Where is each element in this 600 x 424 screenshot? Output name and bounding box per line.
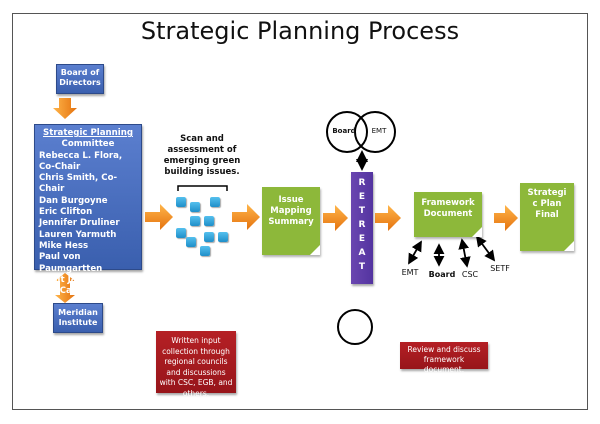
venn-circle-emt — [354, 111, 396, 153]
arrow-scan-to-issue — [232, 204, 260, 230]
stakeholder-label-emt: EMT — [401, 268, 419, 277]
scan-assessment-label: Scan and assessment of emerging green bu… — [163, 134, 241, 177]
issue-square — [204, 216, 214, 226]
diagram-frame — [12, 13, 588, 410]
retreat-letter: E — [358, 192, 366, 202]
strategic-plan-final-label: Strategi c Plan Final — [527, 188, 567, 220]
framework-document-box: Framework Document — [414, 192, 482, 237]
arrow-issue-to-retreat — [323, 205, 348, 231]
arrow-board-to-committee — [53, 98, 77, 119]
committee-member: Lauren Yarmuth — [39, 229, 117, 240]
strategic-planning-committee-box: Strategic Planning Committee Rebecca L. … — [34, 124, 142, 296]
arrow-framework-to-final — [494, 205, 518, 231]
retreat-letter: T — [358, 262, 366, 272]
venn-label-emt: EMT — [371, 127, 387, 135]
committee-heading: Strategic Planning — [43, 128, 133, 138]
venn-circle-board — [326, 111, 368, 153]
committee-member: Eric Clifton — [39, 207, 93, 218]
issue-mapping-label: Issue Mapping Summary — [268, 195, 314, 227]
committee-heading-sub: Committee — [61, 139, 115, 150]
review-discuss-label: Review and discuss framework document. — [407, 345, 481, 374]
committee-member: Dan Burgoyne — [39, 195, 108, 206]
empty-circle — [337, 309, 373, 345]
issue-square — [200, 246, 210, 256]
stakeholder-label-board: Board — [428, 270, 456, 279]
stakeholder-label-setf: SETF — [490, 264, 510, 273]
committee-member: Mike Hess — [39, 240, 89, 251]
issue-mapping-summary-box: Issue Mapping Summary — [262, 187, 320, 255]
arrow-framework-emt — [408, 240, 422, 265]
issue-square — [190, 216, 200, 226]
retreat-letter: E — [358, 234, 366, 244]
issue-square — [176, 197, 186, 207]
committee-member: Rebecca L. Flora, Co-Chair — [39, 150, 123, 172]
arrow-framework-csc — [458, 238, 471, 268]
board-of-directors-box: Board of Directors — [56, 64, 104, 94]
framework-document-label: Framework Document — [421, 198, 475, 219]
board-of-directors-label: Board of Directors — [59, 68, 101, 87]
committee-member: Punit Jain — [39, 274, 86, 285]
issue-square — [210, 197, 220, 207]
retreat-letter: A — [358, 248, 366, 258]
page-title: Strategic Planning Process — [140, 17, 460, 45]
venn-label-board: Board — [332, 127, 356, 135]
arrow-committee-meridian — [55, 273, 75, 303]
issue-square — [218, 232, 228, 242]
written-input-box: Written input collection through regiona… — [156, 331, 236, 398]
issue-square — [190, 202, 200, 212]
committee-member: Chris Smith, Co-Chair — [39, 173, 118, 195]
meridian-institute-box: Meridian Institute — [53, 303, 103, 333]
strategic-plan-final-box: Strategi c Plan Final — [520, 183, 574, 251]
review-discuss-box: Review and discuss framework document. — [400, 342, 488, 374]
issue-square — [204, 232, 214, 242]
retreat-box: R E T R E A T — [351, 172, 373, 284]
committee-member: Tim Carey — [39, 286, 88, 297]
retreat-letter: T — [358, 206, 366, 216]
arrow-retreat-to-framework — [375, 205, 401, 231]
scan-bracket — [177, 185, 228, 191]
issue-square — [186, 237, 196, 247]
stakeholder-label-csc: CSC — [461, 270, 479, 279]
arrow-committee-to-scan — [145, 204, 173, 230]
meridian-institute-label: Meridian Institute — [58, 308, 98, 327]
retreat-letter: R — [358, 178, 366, 188]
committee-member: Jennifer Druliner — [39, 218, 120, 229]
issue-square — [176, 228, 186, 238]
retreat-letter: R — [358, 220, 366, 230]
committee-member: Paul von Paumgartten — [39, 252, 103, 274]
written-input-label: Written input collection through regiona… — [159, 336, 233, 398]
arrow-framework-setf — [475, 235, 496, 262]
